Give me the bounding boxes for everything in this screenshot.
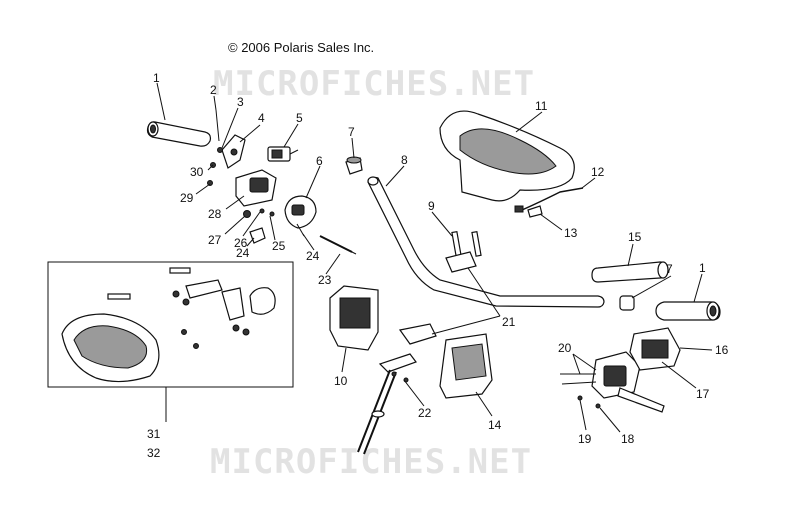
left-grip	[146, 121, 212, 147]
cable-23	[319, 235, 357, 255]
callout-26: 26	[234, 236, 248, 250]
callout-13: 13	[564, 226, 578, 240]
callout-14: 14	[488, 418, 502, 432]
handlebar-8	[367, 176, 605, 308]
throttle-grip-15	[591, 261, 669, 283]
callout-11: 11	[535, 99, 548, 113]
screw-29	[207, 180, 213, 186]
cover-16	[629, 327, 681, 371]
end-plug-7-top	[345, 156, 363, 175]
screw-26	[259, 208, 265, 214]
callout-7-top: 7	[348, 125, 355, 139]
callout-31: 31	[147, 427, 161, 441]
callout-8: 8	[401, 153, 408, 167]
cover-14	[439, 333, 493, 399]
callout-7-right: 7	[666, 262, 673, 276]
callout-23: 23	[318, 273, 332, 287]
callout-1-left: 1	[153, 71, 160, 85]
wire-12	[514, 187, 584, 213]
housing-6	[284, 195, 317, 229]
screw-20b	[561, 381, 597, 385]
handguard-assembly	[61, 267, 276, 383]
callout-32: 32	[147, 446, 161, 460]
clamp-bracket	[221, 134, 246, 169]
callout-4: 4	[258, 111, 265, 125]
callout-10: 10	[334, 374, 348, 388]
screw-19	[577, 395, 583, 401]
callout-2: 2	[210, 83, 217, 97]
leader-lines	[156, 82, 713, 433]
screw-18	[595, 403, 601, 409]
bolts-9	[451, 230, 482, 257]
watermark-top: MICROFICHES.NET	[213, 64, 536, 104]
callout-3: 3	[237, 95, 244, 109]
steering-post-22	[357, 353, 417, 455]
washer-3	[217, 147, 223, 153]
plug-27	[243, 210, 251, 218]
callout-17: 17	[696, 387, 710, 401]
inset-frame	[47, 261, 294, 388]
callout-1-right: 1	[699, 261, 706, 275]
callout-12: 12	[591, 165, 605, 179]
upper-clamp-21	[445, 251, 477, 273]
right-grip	[655, 301, 721, 321]
callout-9: 9	[428, 199, 435, 213]
callout-19: 19	[578, 432, 592, 446]
callout-24-right: 24	[306, 249, 320, 263]
screw-2	[215, 109, 220, 142]
handlebar-pad-11	[439, 110, 575, 202]
callout-18: 18	[621, 432, 635, 446]
callout-20: 20	[558, 341, 572, 355]
clip-13	[527, 205, 543, 218]
watermark-bottom: MICROFICHES.NET	[210, 442, 533, 482]
callout-labels: 1 2 3 4 30 5 29 28 27 26 6 25 24 24 7 8 …	[147, 71, 729, 460]
lower-clamp-21	[398, 323, 437, 345]
callout-22: 22	[418, 406, 432, 420]
copyright-notice: © 2006 Polaris Sales Inc.	[228, 40, 375, 55]
callout-25: 25	[272, 239, 286, 253]
callout-24-left: 24	[236, 246, 250, 260]
callout-15: 15	[628, 230, 642, 244]
cover-10	[329, 285, 379, 351]
callout-30: 30	[190, 165, 204, 179]
switch-5	[267, 146, 299, 162]
callout-21: 21	[502, 315, 516, 329]
switch-housing-28	[235, 169, 277, 207]
throttle-housing	[591, 351, 665, 413]
callout-29: 29	[180, 191, 194, 205]
callout-28: 28	[208, 207, 222, 221]
callout-27: 27	[208, 233, 222, 247]
callout-16: 16	[715, 343, 729, 357]
callout-5: 5	[296, 111, 303, 125]
screw-24-right	[296, 223, 305, 237]
callout-6: 6	[316, 154, 323, 168]
end-plug-7-right	[619, 295, 635, 311]
screw-25	[269, 211, 275, 217]
